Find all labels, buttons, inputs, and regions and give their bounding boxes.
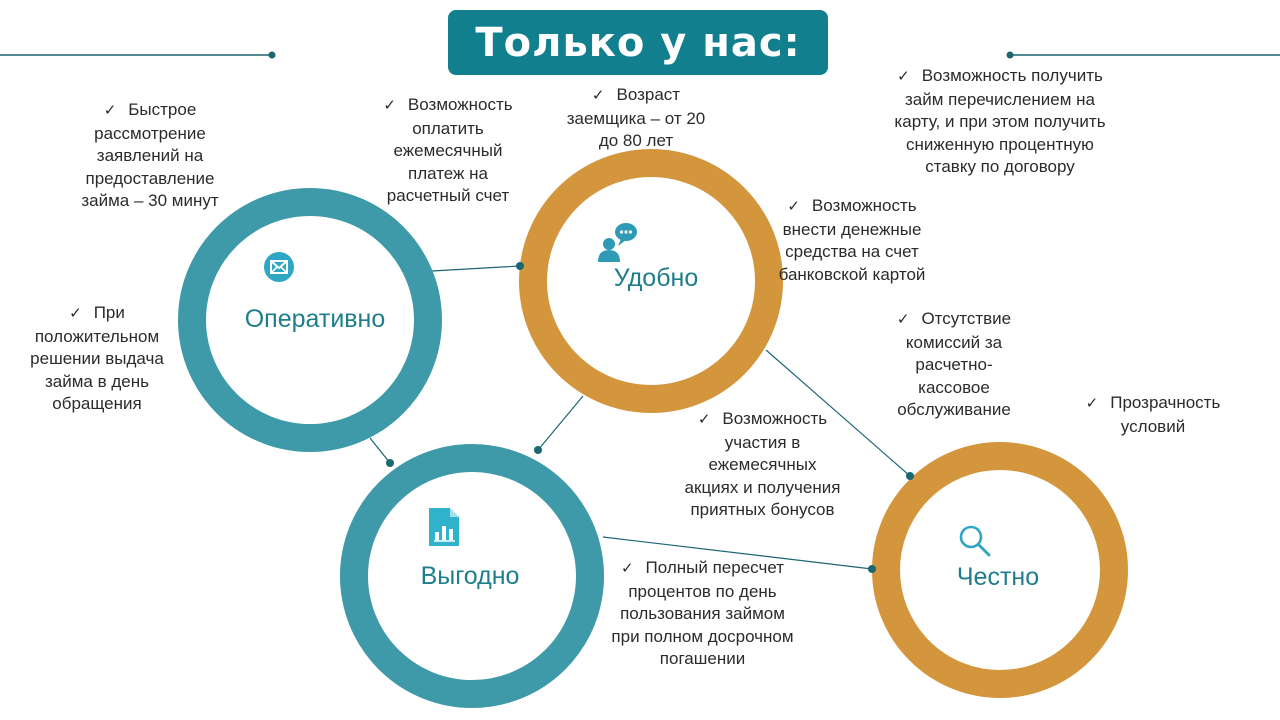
check-icon: ✓ [69,305,82,322]
header-line-right-dot [1006,51,1014,59]
note-age: ✓Возраст заемщика – от 20 до 80 лет [565,84,707,153]
ring-vygodno [340,444,604,708]
check-icon: ✓ [591,87,605,104]
magnifier-icon [959,525,991,557]
check-icon: ✓ [697,411,711,428]
check-icon: ✓ [1085,395,1099,412]
dot-vygodno-top [534,446,542,454]
note-text: Возможность участия в ежемесячных акциях… [684,409,841,519]
dot-chestno-left [868,565,876,573]
note-fast-review: ✓Быстрое рассмотрение заявлений на предо… [70,99,230,213]
note-text: При положительном решении выдача займа в… [30,303,164,413]
connector-operativno-udobno [431,265,521,272]
connectors [369,265,911,570]
note-promos: ✓Возможность участия в ежемесячных акция… [680,408,845,522]
note-card-loan: ✓Возможность получить займ перечислением… [880,65,1120,179]
chat-person-icon [598,223,637,262]
connector-dots [386,262,914,573]
note-pay-account: ✓Возможность оплатить ежемесячный платеж… [368,94,528,208]
check-icon: ✓ [103,102,117,119]
note-text: Отсутствие комиссий за расчетно-кассовое… [897,309,1012,419]
note-text: Возможность внести денежные средства на … [778,196,926,284]
document-chart-icon [429,508,459,546]
note-same-day: ✓При положительном решении выдача займа … [22,302,172,416]
header-line-left-dot [268,51,276,59]
connector-udobno-vygodno [537,395,584,451]
check-icon: ✓ [897,68,910,85]
note-text: Быстрое рассмотрение заявлений на предос… [81,100,219,210]
connector-udobno-chestno [765,349,911,477]
note-text: Возможность оплатить ежемесячный платеж … [386,95,513,205]
note-recalc: ✓Полный пересчет процентов по день польз… [610,557,795,671]
envelope-icon [264,252,294,282]
note-text: Возможность получить займ перечислением … [894,66,1106,176]
circle-label-vygodno: Выгодно [420,562,520,590]
connector-operativno-vygodno [369,437,391,464]
note-no-fee: ✓Отсутствие комиссий за расчетно-кассово… [884,308,1024,422]
title-banner: Только у нас: [448,10,828,75]
circle-label-chestno: Честно [956,563,1040,591]
dot-chestno-top [906,472,914,480]
note-text: Возраст заемщика – от 20 до 80 лет [566,85,706,150]
check-icon: ✓ [896,311,910,328]
connector-vygodno-chestno [602,536,873,570]
circle-label-udobno: Удобно [613,264,699,292]
check-icon: ✓ [620,560,634,577]
check-icon: ✓ [787,198,800,215]
dot-vygodno-top-left [386,459,394,467]
ring-chestno [872,442,1128,698]
check-icon: ✓ [383,97,396,114]
note-text: Прозрачность условий [1110,393,1221,436]
ring-operativno [178,188,442,452]
page-title: Только у нас: [475,19,801,66]
note-card-deposit: ✓Возможность внести денежные средства на… [772,195,932,286]
circle-label-operativno: Оперативно [244,305,386,333]
note-transparency: ✓ Прозрачность условий [1072,392,1234,438]
dot-udobno-left [516,262,524,270]
ring-udobno [519,149,783,413]
note-text: Полный пересчет процентов по день пользо… [611,558,794,668]
